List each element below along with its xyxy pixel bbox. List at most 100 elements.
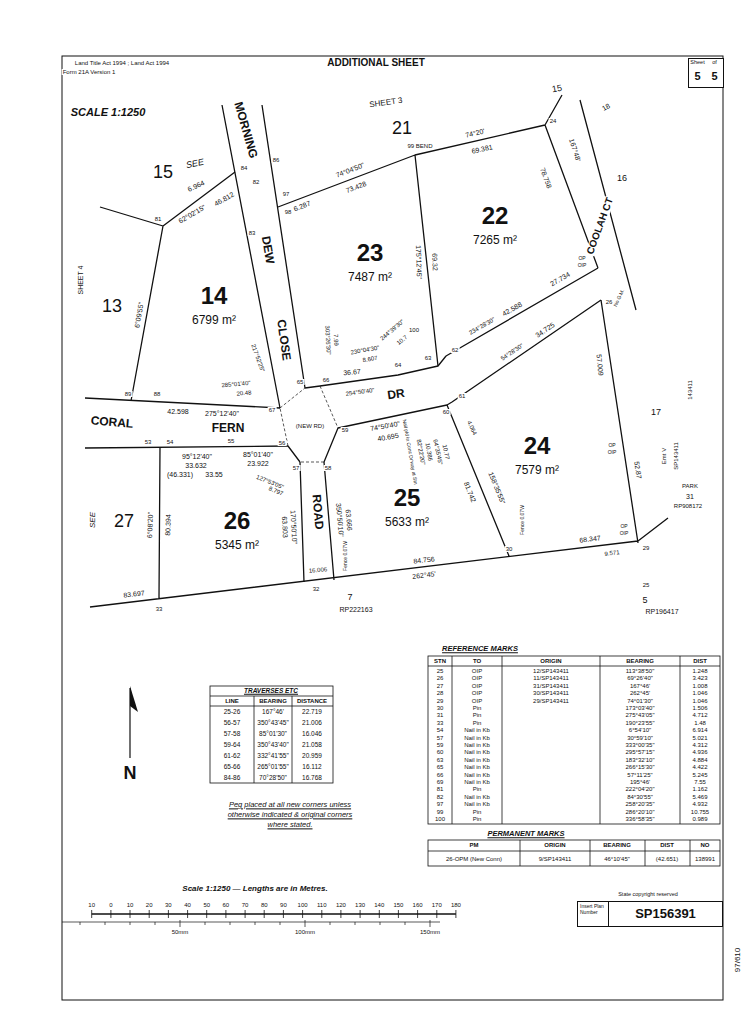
table-cell: 222°04'20" <box>624 786 655 792</box>
map-label: Emt V <box>661 447 667 465</box>
lot-parcel: 25 5633 m² <box>385 485 429 529</box>
map-label: 303°26'30" <box>324 324 332 355</box>
map-label: Fence 0.07W <box>343 540 348 572</box>
table-title: TRAVERSES ETC <box>243 688 299 695</box>
map-label: 56 <box>278 440 287 446</box>
table-cell: 25 <box>436 668 445 674</box>
map-label: 69.381 <box>470 143 494 155</box>
map-label: RP222163 <box>338 606 373 613</box>
lot-number: 22 <box>473 203 517 228</box>
map-label: 16.006 <box>308 566 329 574</box>
table-cell: 336°58'35" <box>624 816 655 822</box>
table-cell: 16.046 <box>301 730 323 737</box>
map-label: 25 <box>642 582 651 588</box>
map-label: 83 <box>248 230 257 236</box>
plan-number: SP156391 <box>609 902 722 926</box>
map-label: 33.55 <box>204 471 224 478</box>
lot-area: 7487 m² <box>348 271 392 284</box>
table-cell: 167°46' <box>629 683 651 689</box>
table-header: DISTANCE <box>296 698 328 704</box>
lot-number: 26 <box>215 508 259 533</box>
map-label: 83.697 <box>122 589 146 599</box>
table-cell: 65-66 <box>223 763 242 770</box>
table-cell: 1.248 <box>691 668 708 674</box>
table-cell: 173°03'40" <box>624 705 655 711</box>
table-cell: 350°43'40" <box>256 741 289 748</box>
table-header: LINE <box>224 698 240 704</box>
map-label: SEE <box>184 158 205 171</box>
map-label: 33.632 <box>184 462 207 469</box>
table-cell: 33 <box>436 720 445 726</box>
map-label: 33 <box>155 606 164 612</box>
map-label: PARK <box>681 483 699 489</box>
table-cell: 1.506 <box>691 705 708 711</box>
new-road-outline <box>280 386 338 462</box>
table-cell: OIP <box>471 690 483 696</box>
table-cell: Nail in Kb <box>463 801 491 807</box>
copyright-note: State copyright reserved <box>617 892 679 898</box>
map-label: 5 <box>641 596 648 605</box>
map-label: 10.7 <box>395 333 409 346</box>
map-label: SCALE 1:1250 <box>70 107 147 118</box>
table-cell: 54 <box>436 727 445 733</box>
map-label: 285°01'40" <box>220 380 251 389</box>
scale-label: 160 <box>412 902 424 908</box>
table-cell: 275°43'05" <box>624 712 655 718</box>
table-cell: 5.021 <box>691 735 708 741</box>
plan-number-caption: Insert Plan Number <box>578 902 609 926</box>
map-label: 69.32 <box>431 252 439 272</box>
map-label: No G.M. <box>612 288 625 309</box>
lot-number: 23 <box>348 240 392 265</box>
map-label: 6°08'20" <box>146 511 154 539</box>
sheet-caption: Sheet <box>689 59 706 69</box>
table-cell: 21.006 <box>301 719 323 726</box>
table-cell: 1.046 <box>691 690 708 696</box>
map-label: 350°50'10" <box>335 502 345 538</box>
map-label: 95°12'40" <box>181 453 213 460</box>
table-header: BEARING <box>602 842 632 848</box>
map-label: 32 <box>312 586 321 592</box>
map-label: FERN <box>211 422 246 434</box>
lot-area: 5633 m² <box>385 516 429 529</box>
table-cell: 4.884 <box>691 757 708 763</box>
map-label: 275°12'40" <box>204 410 240 417</box>
scale-label: 180 <box>450 902 462 908</box>
lot-parcel: 146799 m² <box>192 283 236 327</box>
table-cell: 265°01'55" <box>256 763 289 770</box>
table-cell: 4.712 <box>691 712 708 718</box>
table-cell: 4.422 <box>691 764 708 770</box>
table-cell: 69 <box>436 779 445 785</box>
table-cell: 56-57 <box>223 719 242 726</box>
map-label: 7 <box>346 593 353 602</box>
map-label: 59 <box>341 427 350 433</box>
table-cell: 84°30'55" <box>626 794 654 800</box>
map-label: 9.571 <box>603 549 621 557</box>
map-label: Land Title Act 1994 ; Land Act 1994 <box>74 60 170 66</box>
table-cell: 1.162 <box>691 786 708 792</box>
mm-ruler <box>62 920 440 927</box>
table-cell: 85°01'30" <box>258 730 288 737</box>
table-cell: 26-OPM (New Conn) <box>445 856 503 862</box>
map-label: 81.742 <box>462 480 477 504</box>
map-label: 98 <box>284 209 293 215</box>
plan-number-box: Insert Plan NumberSP156391 <box>577 901 723 927</box>
table-cell: Nail in Kb <box>463 794 491 800</box>
map-label: 30 <box>505 546 514 552</box>
map-label: 34.725 <box>533 321 556 340</box>
table-title: PERMANENT MARKS <box>486 830 565 838</box>
table-cell: Pin <box>472 786 483 792</box>
map-label: 15 <box>152 163 174 181</box>
sheet-box: Sheetof55 <box>688 58 724 88</box>
map-label: 54°28'30" <box>499 342 525 362</box>
map-label: 89 <box>124 391 133 397</box>
table-cell: 29 <box>436 698 445 704</box>
lot-number: 25 <box>385 485 429 510</box>
map-label: 84 <box>240 165 249 171</box>
table-cell: (42.651) <box>655 856 679 862</box>
road-line <box>85 105 305 448</box>
map-label: 64 <box>394 362 403 368</box>
scale-label: 70 <box>241 902 250 908</box>
scale-label: 10 <box>126 902 135 908</box>
map-label: 74°50'40" <box>369 420 402 432</box>
map-label: 6°09'55" <box>133 301 145 330</box>
